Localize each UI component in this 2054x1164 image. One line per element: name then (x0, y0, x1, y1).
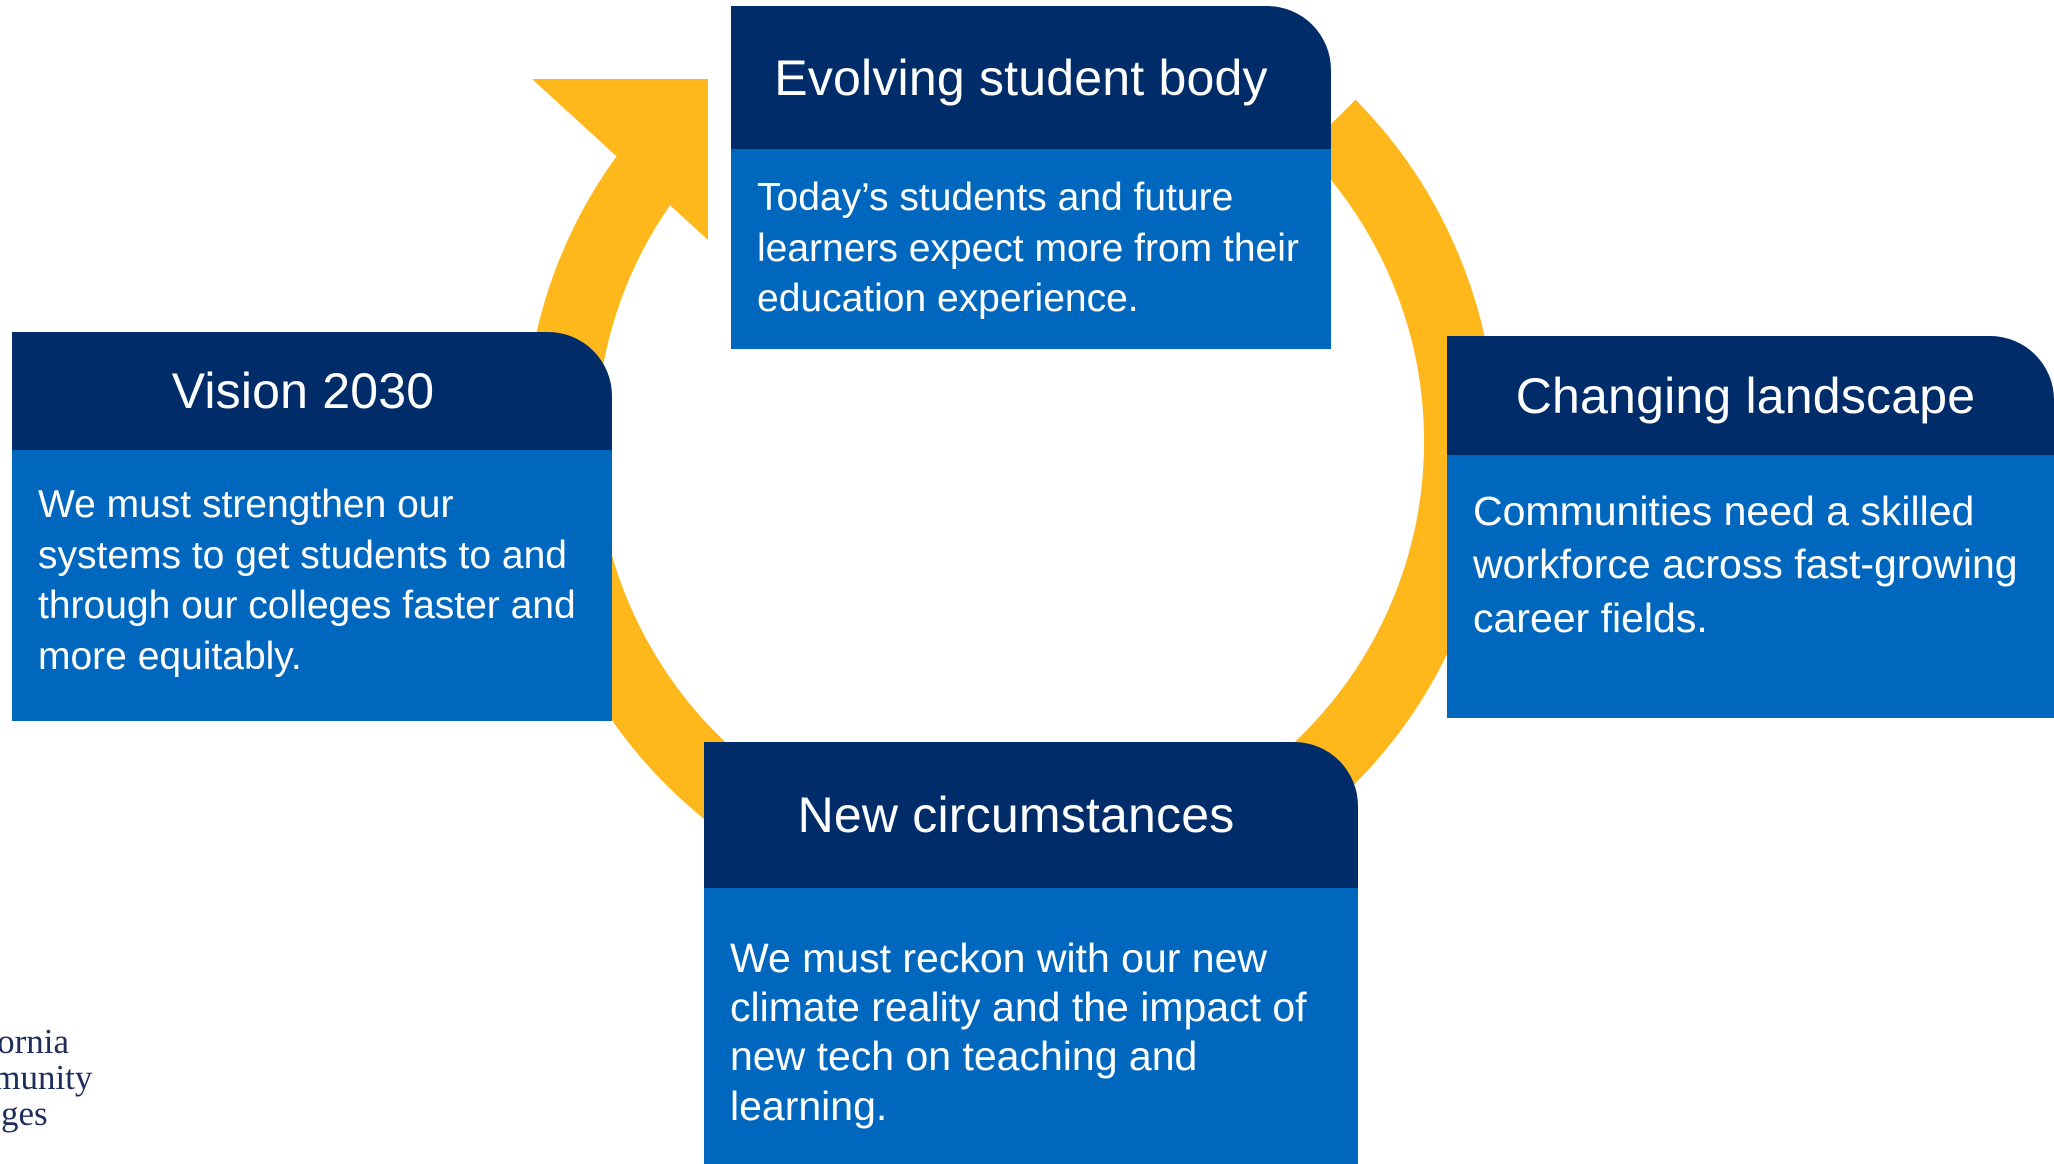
card-evolving-student-body: Evolving student body Today’s students a… (731, 6, 1331, 349)
card-title: New circumstances (704, 742, 1358, 888)
card-title: Vision 2030 (12, 332, 612, 450)
card-new-circumstances: New circumstances We must reckon with ou… (704, 742, 1358, 1164)
logo-line-1: lifornia (0, 1022, 70, 1061)
card-text: We must strengthen our systems to get st… (12, 450, 612, 721)
cycle-arrow-head-icon (532, 79, 708, 240)
card-title: Changing landscape (1447, 336, 2054, 455)
california-community-colleges-logo: lifornia mmunity lleges (0, 1024, 92, 1132)
card-title: Evolving student body (731, 6, 1331, 149)
card-changing-landscape: Changing landscape Communities need a sk… (1447, 336, 2054, 718)
card-text: Today’s students and future learners exp… (731, 149, 1331, 349)
logo-line-3: lleges (0, 1094, 48, 1133)
logo-line-2: mmunity (0, 1058, 93, 1097)
card-text: Communities need a skilled workforce acr… (1447, 455, 2054, 718)
card-vision-2030: Vision 2030 We must strengthen our syste… (12, 332, 612, 721)
card-text: We must reckon with our new climate real… (704, 888, 1358, 1164)
